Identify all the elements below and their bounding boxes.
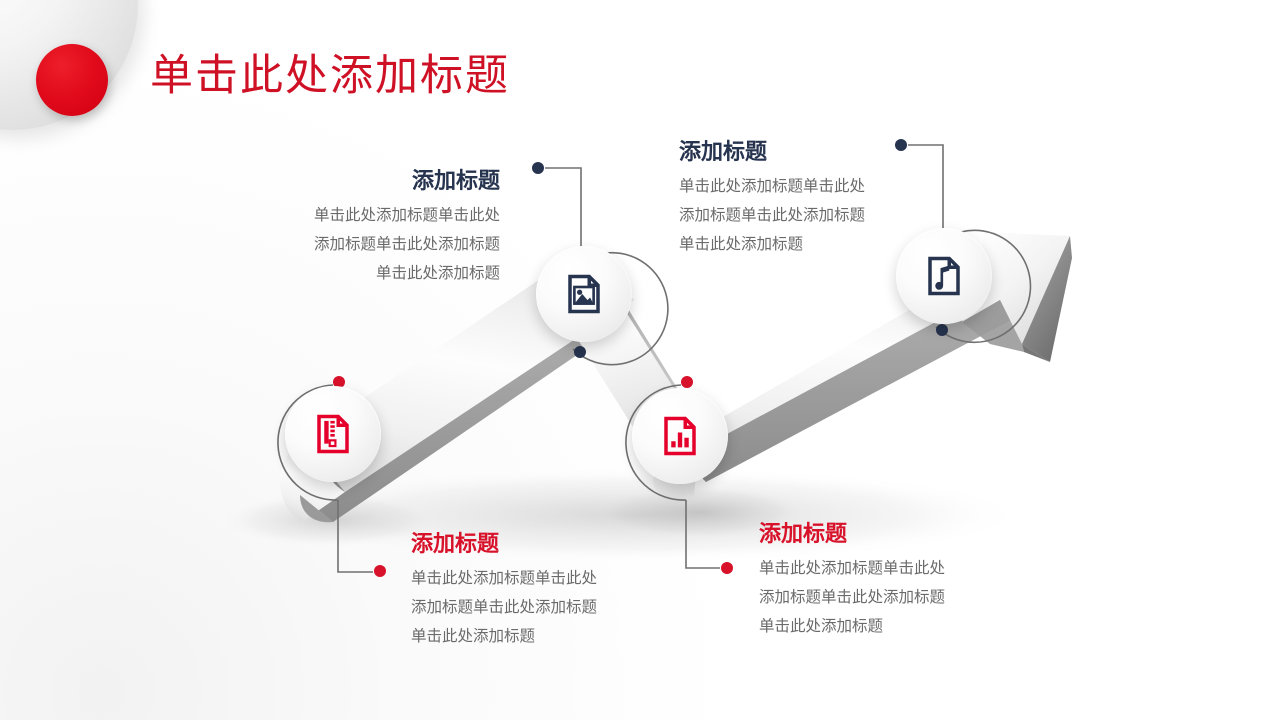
heading-top-left: 添加标题 [411,168,500,193]
red-circle-decoration [36,44,108,116]
image-file-icon [563,273,605,315]
connector-top-right [895,139,1032,344]
body-bottom-left: 单击此处添加标题单击此处 添加标题单击此处添加标题 单击此处添加标题 [411,565,681,651]
music-file-icon [923,255,965,297]
node-music[interactable] [896,228,992,324]
heading-bottom-left: 添加标题 [411,531,500,556]
body-line: 添加标题单击此处添加标题 [411,599,598,617]
page-title: 单击此处添加标题 [150,53,510,100]
connector-top-left [532,162,669,366]
body-line: 单击此处添加标题 [411,627,536,645]
text-block-bottom-left: 添加标题 单击此处添加标题单击此处 添加标题单击此处添加标题 单击此处添加标题 [411,531,681,651]
body-line: 单击此处添加标题单击此处 [313,207,500,225]
zip-file-icon [312,413,354,455]
body-line: 单击此处添加标题 [679,235,804,253]
chart-file-icon [659,415,701,457]
body-top-left: 单击此处添加标题单击此处 添加标题单击此处添加标题 单击此处添加标题 [240,202,500,288]
body-line: 添加标题单击此处添加标题 [759,589,946,607]
body-bottom-right: 单击此处添加标题单击此处 添加标题单击此处添加标题 单击此处添加标题 [759,555,1029,641]
text-block-bottom-right: 添加标题 单击此处添加标题单击此处 添加标题单击此处添加标题 单击此处添加标题 [759,521,1029,641]
body-line: 单击此处添加标题 [375,264,500,282]
body-line: 添加标题单击此处添加标题 [313,236,500,254]
heading-top-right: 添加标题 [679,139,768,164]
node-zip[interactable] [285,386,381,482]
node-chart[interactable] [632,388,728,484]
body-line: 单击此处添加标题单击此处 [759,560,946,578]
body-line: 单击此处添加标题 [759,617,884,635]
node-image[interactable] [536,246,632,342]
heading-bottom-right: 添加标题 [759,521,848,546]
body-line: 单击此处添加标题单击此处 [411,570,598,588]
body-line: 添加标题单击此处添加标题 [679,207,866,225]
body-line: 单击此处添加标题单击此处 [679,178,866,196]
connector-bottom-right [625,376,733,574]
body-top-right: 单击此处添加标题单击此处 添加标题单击此处添加标题 单击此处添加标题 [679,173,949,259]
text-block-top-left: 添加标题 单击此处添加标题单击此处 添加标题单击此处添加标题 单击此处添加标题 [240,168,500,288]
text-block-top-right: 添加标题 单击此处添加标题单击此处 添加标题单击此处添加标题 单击此处添加标题 [679,139,949,259]
